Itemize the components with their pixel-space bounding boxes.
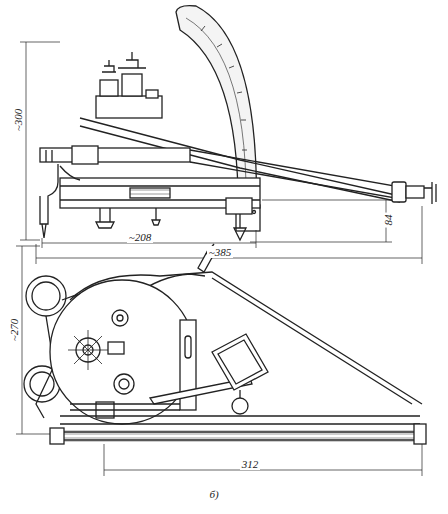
dimension-text: 312 [240, 458, 261, 470]
dimension-text: ~385 [207, 246, 233, 258]
figure-letter: б) [207, 488, 220, 500]
dimension-text: ~300 [12, 107, 24, 133]
dimension-text: ~208 [127, 231, 153, 243]
dimension-text: 84 [382, 213, 394, 228]
side-view [20, 6, 436, 264]
dimension-text: ~270 [8, 317, 20, 343]
plan-view [16, 244, 426, 476]
